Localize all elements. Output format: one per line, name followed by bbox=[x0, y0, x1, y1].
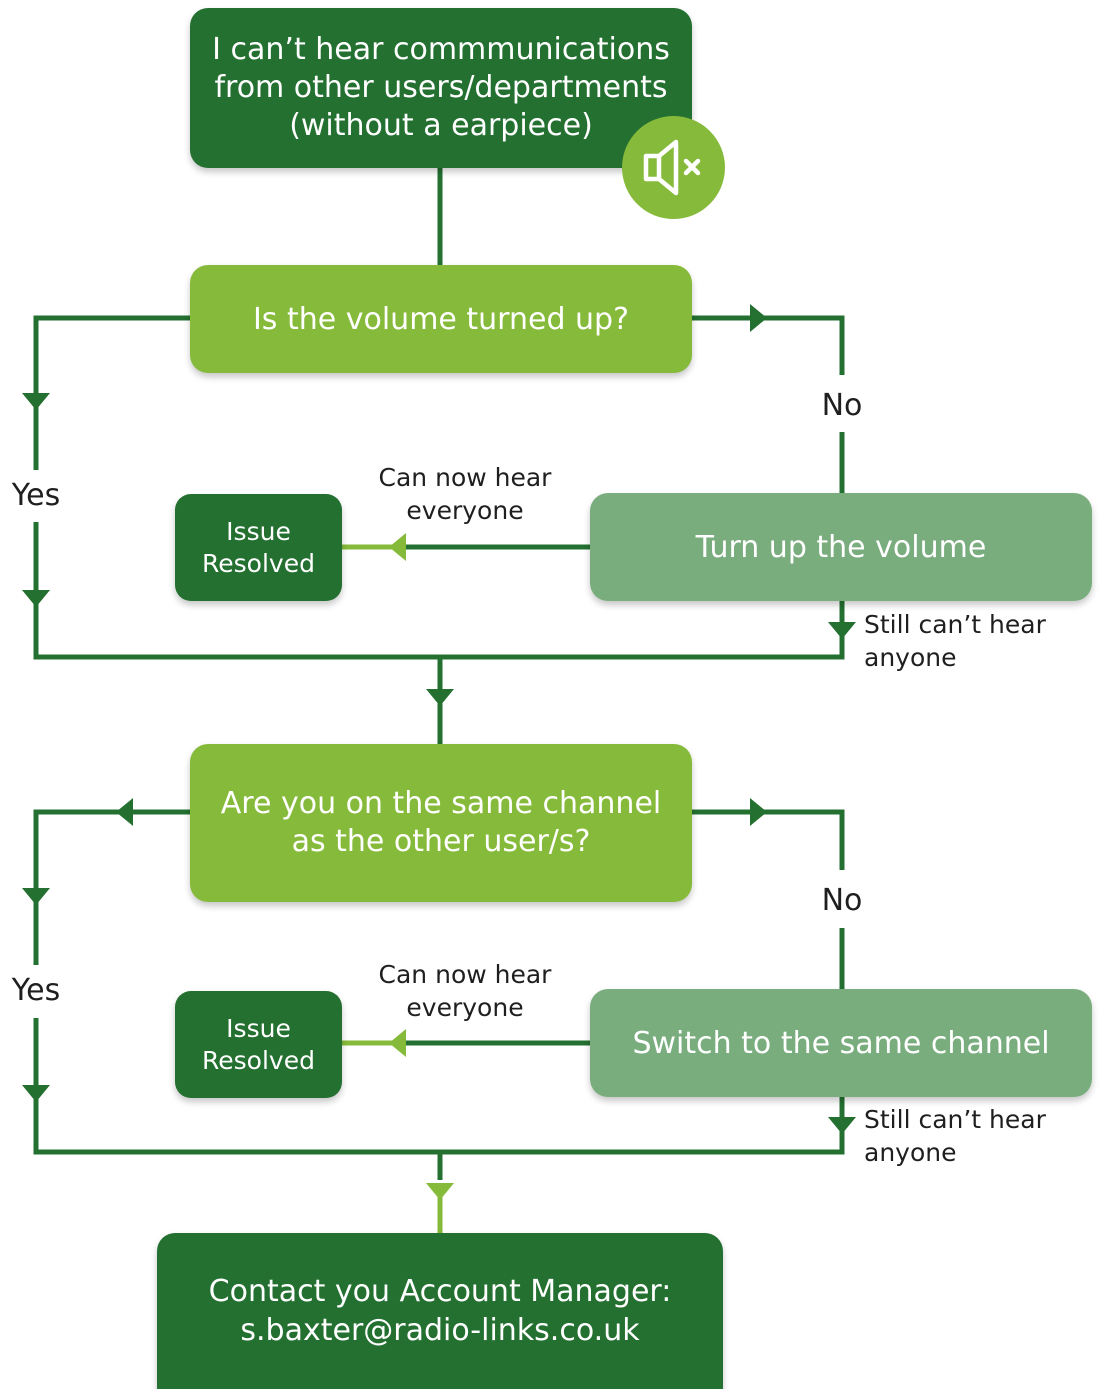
question-channel-node: Are you on the same channel as the other… bbox=[190, 744, 692, 902]
arrow-q2-yes-2 bbox=[22, 1085, 50, 1102]
action-turn-up-volume-text: Turn up the volume bbox=[695, 529, 987, 565]
action-turn-up-volume-node: Turn up the volume bbox=[590, 493, 1092, 601]
issue-resolved-node-2: Issue Resolved bbox=[175, 991, 342, 1098]
arrow-q1-yes-2 bbox=[22, 590, 50, 607]
issue-resolved-node-1: Issue Resolved bbox=[175, 494, 342, 601]
contact-account-manager-node: Contact you Account Manager: s.baxter@ra… bbox=[157, 1233, 723, 1389]
can-now-hear-1-line-2: everyone bbox=[406, 496, 524, 525]
arrow-q2-yes-1 bbox=[22, 888, 50, 905]
start-line-2: from other users/departments bbox=[214, 70, 668, 105]
start-node: I can’t hear commmunications from other … bbox=[190, 8, 692, 168]
can-now-hear-label-2: Can now hear everyone bbox=[355, 958, 575, 1024]
still-cant-hear-label-1: Still can’t hear anyone bbox=[864, 608, 1084, 674]
question-volume-text: Is the volume turned up? bbox=[252, 301, 630, 337]
q2-no-label: No bbox=[821, 883, 863, 918]
action-switch-channel-node: Switch to the same channel bbox=[590, 989, 1092, 1097]
arrow-q1-yes-1 bbox=[22, 393, 50, 410]
arrow-action2-still bbox=[828, 1117, 856, 1134]
question-volume-node: Is the volume turned up? bbox=[190, 265, 692, 373]
can-now-hear-2-line-2: everyone bbox=[406, 993, 524, 1022]
q1-yes-label: Yes bbox=[11, 478, 61, 513]
connector-q2-no bbox=[690, 809, 845, 870]
still-cant-hear-label-2: Still can’t hear anyone bbox=[864, 1103, 1084, 1169]
connector-q2-yes bbox=[33, 809, 190, 965]
can-now-hear-label-1: Can now hear everyone bbox=[355, 461, 575, 527]
can-now-hear-1-line-1: Can now hear bbox=[378, 463, 552, 492]
issue-resolved-2-line-2: Resolved bbox=[202, 1045, 315, 1075]
arrow-action2-resolved bbox=[389, 1029, 406, 1057]
q1-no-label: No bbox=[821, 388, 863, 423]
arrow-merge-end bbox=[426, 1183, 454, 1200]
speaker-muted-icon bbox=[622, 116, 725, 219]
start-line-3: (without a earpiece) bbox=[289, 108, 593, 143]
issue-resolved-2-line-1: Issue bbox=[226, 1013, 291, 1043]
connector-q1-no bbox=[690, 315, 845, 375]
still-cant-hear-2-line-1: Still can’t hear bbox=[864, 1105, 1046, 1134]
issue-resolved-1-line-1: Issue bbox=[226, 516, 291, 546]
contact-email[interactable]: s.baxter@radio-links.co.uk bbox=[240, 1313, 640, 1348]
q2-yes-label: Yes bbox=[11, 973, 61, 1008]
action-switch-channel-text: Switch to the same channel bbox=[632, 1025, 1050, 1061]
contact-title: Contact you Account Manager: bbox=[208, 1274, 672, 1309]
arrow-q2-left bbox=[116, 798, 133, 826]
still-cant-hear-2-line-2: anyone bbox=[864, 1138, 957, 1167]
can-now-hear-2-line-1: Can now hear bbox=[378, 960, 552, 989]
arrow-merge-q2 bbox=[426, 689, 454, 706]
arrow-action1-still bbox=[828, 622, 856, 639]
arrow-action1-resolved bbox=[389, 533, 406, 561]
still-cant-hear-1-line-2: anyone bbox=[864, 643, 957, 672]
question-channel-line-1: Are you on the same channel bbox=[220, 786, 662, 821]
start-line-1: I can’t hear commmunications bbox=[212, 32, 670, 67]
still-cant-hear-1-line-1: Still can’t hear bbox=[864, 610, 1046, 639]
arrow-q2-no bbox=[750, 798, 767, 826]
arrow-q1-no bbox=[750, 304, 767, 332]
connector-q1-yes bbox=[33, 315, 190, 470]
question-channel-line-2: as the other user/s? bbox=[291, 824, 591, 859]
issue-resolved-1-line-2: Resolved bbox=[202, 548, 315, 578]
